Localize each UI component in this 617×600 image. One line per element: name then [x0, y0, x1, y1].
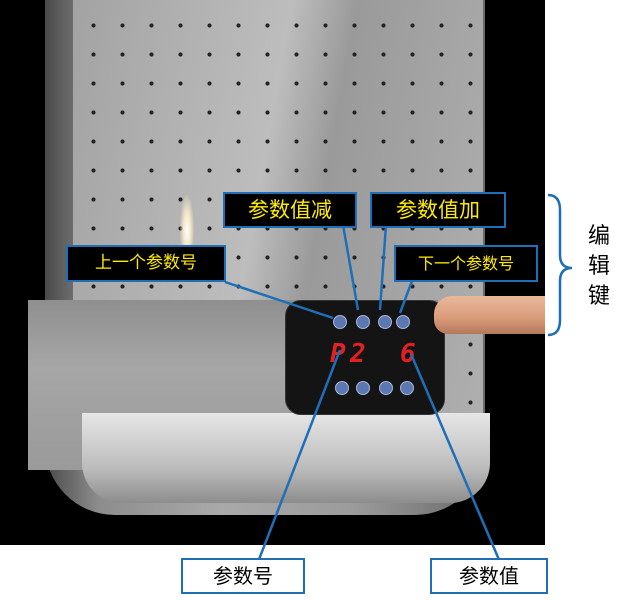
- prev-param-label: 上一个参数号: [66, 245, 226, 282]
- bottom-button-3[interactable]: [379, 381, 393, 395]
- edit-keys-label: 编辑键: [587, 224, 610, 309]
- param-number-line: [256, 349, 342, 563]
- param-value-label: 参数值: [430, 558, 548, 594]
- decrease-button[interactable]: [356, 315, 370, 329]
- control-panel: P 2 6: [285, 300, 445, 415]
- bottom-button-2[interactable]: [356, 381, 370, 395]
- param-value-line: [409, 353, 502, 563]
- value-digit: 6: [400, 339, 416, 369]
- param-number-label: 参数号: [181, 558, 305, 594]
- prev-param-button[interactable]: [333, 315, 347, 329]
- decrease-line: [341, 224, 360, 311]
- pointing-hand: [434, 296, 545, 334]
- param-digit-2: 2: [350, 339, 366, 369]
- decrease-label: 参数值减: [223, 192, 357, 228]
- increase-button[interactable]: [378, 315, 392, 329]
- next-param-label: 下一个参数号: [394, 245, 538, 282]
- next-param-button[interactable]: [396, 315, 410, 329]
- bottom-button-1[interactable]: [335, 381, 349, 395]
- edit-keys-brace: [547, 193, 573, 337]
- increase-label: 参数值加: [370, 192, 506, 228]
- increase-line: [378, 224, 388, 311]
- bottom-button-4[interactable]: [400, 381, 414, 395]
- prev-param-line: [224, 280, 334, 320]
